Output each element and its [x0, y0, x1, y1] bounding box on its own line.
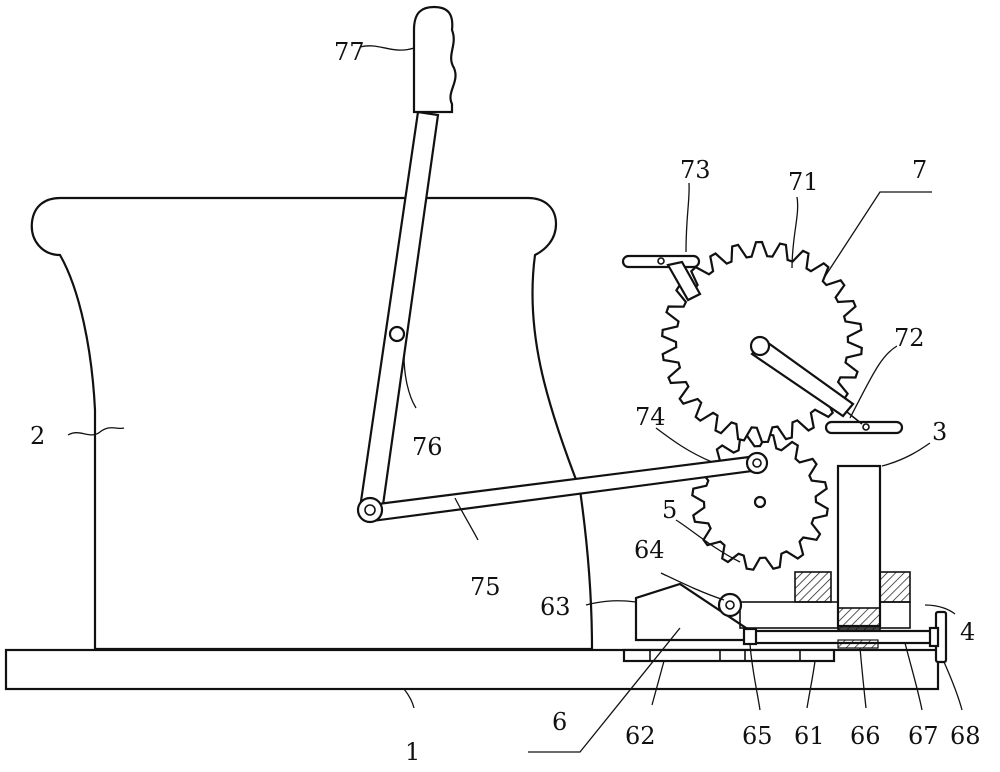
lever-pivot: [388, 325, 406, 343]
label-67: 67: [908, 722, 939, 750]
label-76: 76: [412, 433, 443, 461]
link-pivot-bottom: [356, 496, 384, 524]
label-3: 3: [932, 418, 947, 446]
grip-77: [412, 5, 457, 114]
label-66: 66: [850, 722, 881, 750]
label-72: 72: [894, 324, 925, 352]
mortar-body: [30, 196, 594, 651]
label-6: 6: [552, 708, 567, 736]
bracket-left-4: [794, 571, 832, 603]
label-75: 75: [470, 573, 501, 601]
label-4: 4: [960, 618, 975, 646]
roller-64: [717, 592, 743, 618]
label-62: 62: [625, 722, 656, 750]
link-pivot-gear-74: [745, 451, 769, 475]
label-71: 71: [788, 168, 819, 196]
label-74: 74: [635, 403, 666, 431]
label-1: 1: [405, 738, 420, 766]
label-61: 61: [794, 722, 825, 750]
crank-handle-72: [824, 420, 904, 435]
label-5: 5: [662, 496, 677, 524]
label-7: 7: [912, 156, 927, 184]
label-68: 68: [950, 722, 981, 750]
label-2: 2: [30, 422, 45, 450]
sole-plate-62: [622, 648, 836, 663]
label-63: 63: [540, 593, 571, 621]
spring-66: [837, 639, 879, 649]
guide-frame: [739, 601, 911, 629]
label-65: 65: [742, 722, 773, 750]
small-gear-hub: [753, 495, 767, 509]
bracket-right-4: [879, 571, 911, 603]
label-64: 64: [634, 536, 665, 564]
rod-tip-65: [742, 627, 758, 646]
label-73: 73: [680, 156, 711, 184]
label-77: 77: [334, 38, 365, 66]
column-foot: [837, 607, 881, 631]
column-3: [836, 464, 882, 628]
